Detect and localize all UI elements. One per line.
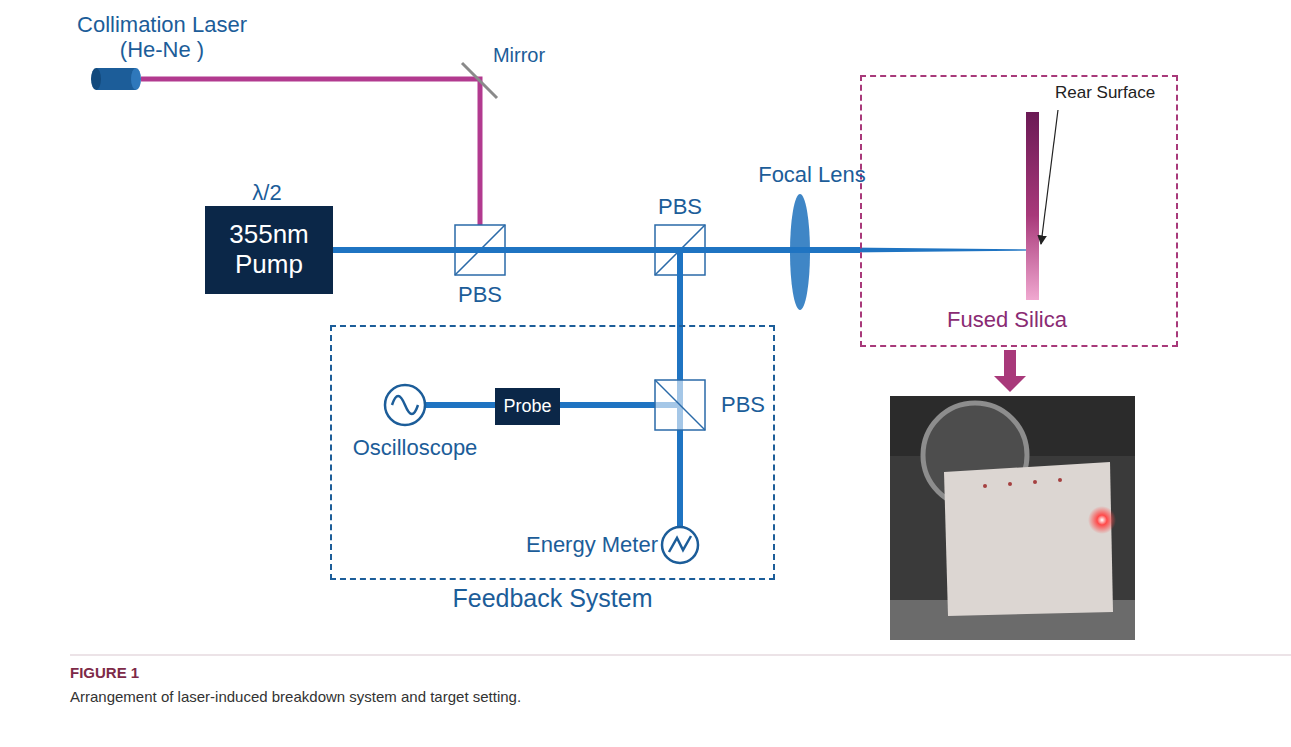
region-heading: Feedback System (332, 584, 773, 613)
pbs-diagonal (655, 380, 705, 430)
mirror-label: Mirror (493, 44, 545, 67)
laser-cap (91, 68, 101, 90)
probe-signal-line (425, 402, 497, 408)
waveplate-label: λ/2 (252, 180, 281, 205)
instrument-label: Energy Meter (526, 532, 658, 557)
photo-damage-spot (1058, 478, 1062, 482)
energy-meter-needle (669, 536, 691, 552)
laser-beam (333, 247, 860, 253)
surface-callout: Rear Surface (1055, 83, 1155, 103)
pbs-label: PBS (658, 194, 702, 219)
laser-aperture (131, 68, 141, 90)
figure-caption: Arrangement of laser-induced breakdown s… (70, 688, 521, 705)
leader-arrow (1041, 110, 1058, 244)
pump-laser-box: 355nm Pump (205, 206, 333, 294)
pbs-label: PBS (721, 392, 765, 417)
laser-body (96, 68, 136, 90)
photo-damage-spot (1033, 480, 1037, 484)
pbs-label: PBS (458, 282, 502, 307)
target-region: Rear SurfaceFused Silica (860, 75, 1178, 347)
photo-laser-spot (1088, 506, 1116, 534)
figure-number: FIGURE 1 (70, 664, 139, 681)
down-arrow-shaft (1004, 350, 1016, 376)
down-arrow-head (994, 376, 1026, 392)
probe-box: Probe (495, 388, 560, 425)
caption-rule (70, 655, 1291, 656)
instrument-label: Oscilloscope (353, 435, 478, 460)
lens-label: Focal Lens (758, 162, 866, 187)
target-photo (890, 396, 1135, 640)
fused-silica-slab (1026, 112, 1039, 300)
photo-damage-spot (983, 484, 987, 488)
oscilloscope-symbol (385, 385, 425, 425)
mirror-symbol (462, 63, 497, 98)
photo-damage-spot (1008, 482, 1012, 486)
material-label: Fused Silica (947, 307, 1067, 333)
energy-meter-symbol (662, 527, 698, 563)
pbs-cube (655, 380, 705, 430)
laser-source-name: 355nm Pump (209, 220, 329, 280)
laser-label: Collimation Laser (He-Ne ) (62, 12, 262, 63)
oscilloscope-wave (392, 396, 418, 414)
photo-glass-block (944, 462, 1113, 616)
probe-name: Probe (503, 396, 551, 417)
